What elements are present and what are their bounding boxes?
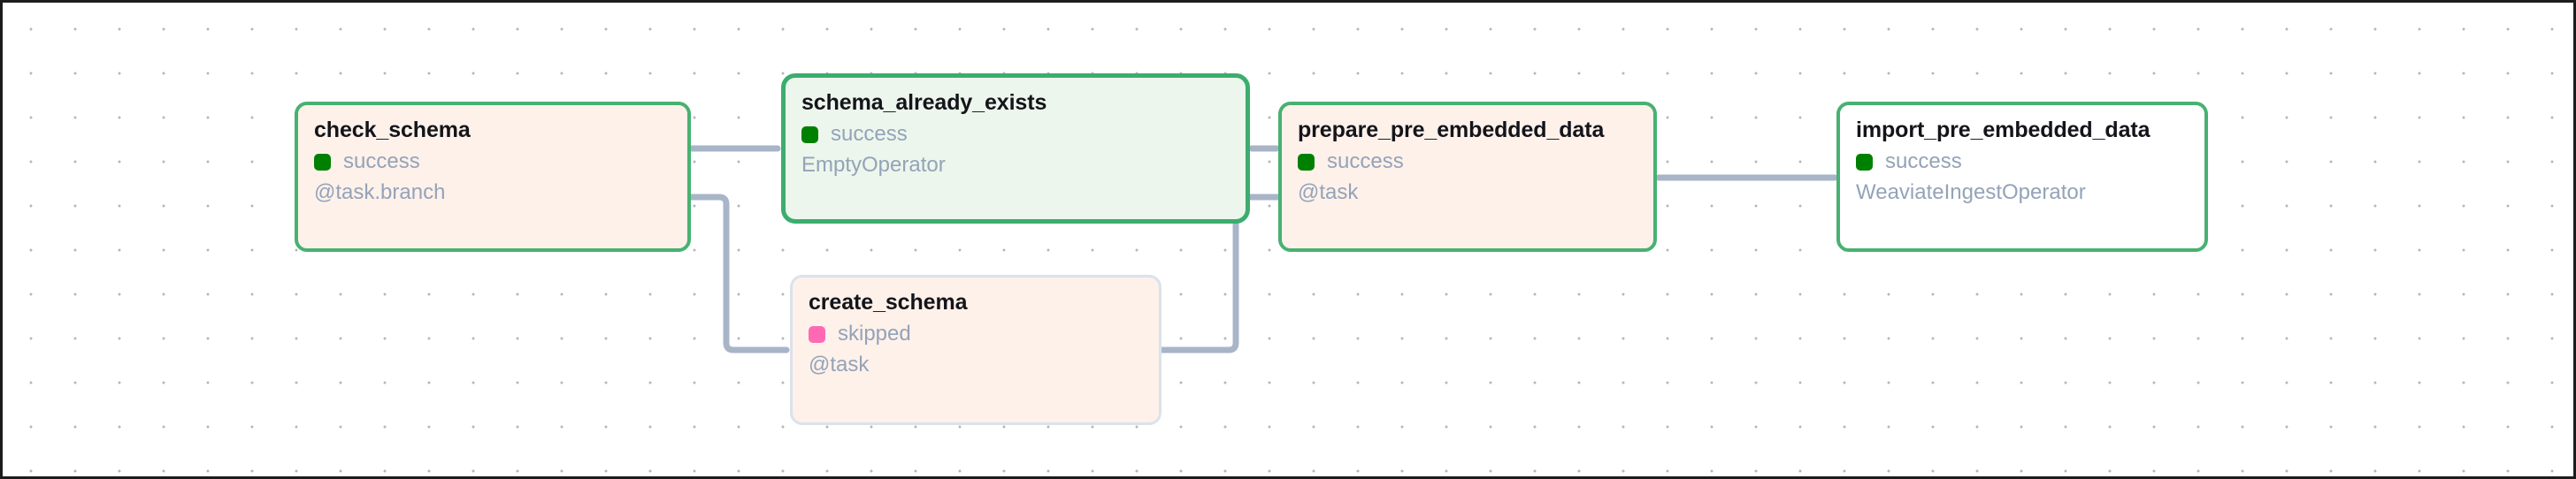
- task-node-status-label: success: [1885, 149, 1962, 173]
- task-node-title: create_schema: [809, 290, 968, 315]
- task-node-operator: EmptyOperator: [801, 153, 946, 177]
- status-swatch-icon: [314, 153, 331, 171]
- task-node-title: check_schema: [314, 118, 471, 142]
- task-node-operator: @task: [1298, 180, 1359, 204]
- task-node-status: success: [1856, 151, 2189, 172]
- task-node-status: success: [314, 151, 671, 172]
- task-node-status: skipped: [809, 323, 1143, 345]
- task-node-status-label: success: [1327, 149, 1404, 173]
- status-swatch-icon: [809, 325, 825, 343]
- task-node-status-label: success: [831, 122, 908, 146]
- task-node-status-label: success: [343, 149, 420, 173]
- task-node-title: schema_already_exists: [801, 90, 1047, 115]
- task-node-status: success: [801, 124, 1230, 145]
- task-node-title: import_pre_embedded_data: [1856, 118, 2150, 142]
- task-node-operator: @task.branch: [314, 180, 446, 204]
- task-node-status-label: skipped: [838, 322, 911, 346]
- status-swatch-icon: [801, 125, 818, 143]
- task-node-title: prepare_pre_embedded_data: [1298, 118, 1605, 142]
- status-swatch-icon: [1298, 153, 1315, 171]
- status-swatch-icon: [1856, 153, 1873, 171]
- task-node-operator: @task: [809, 353, 870, 376]
- task-node-status: success: [1298, 151, 1637, 172]
- task-node-operator: WeaviateIngestOperator: [1856, 180, 2086, 204]
